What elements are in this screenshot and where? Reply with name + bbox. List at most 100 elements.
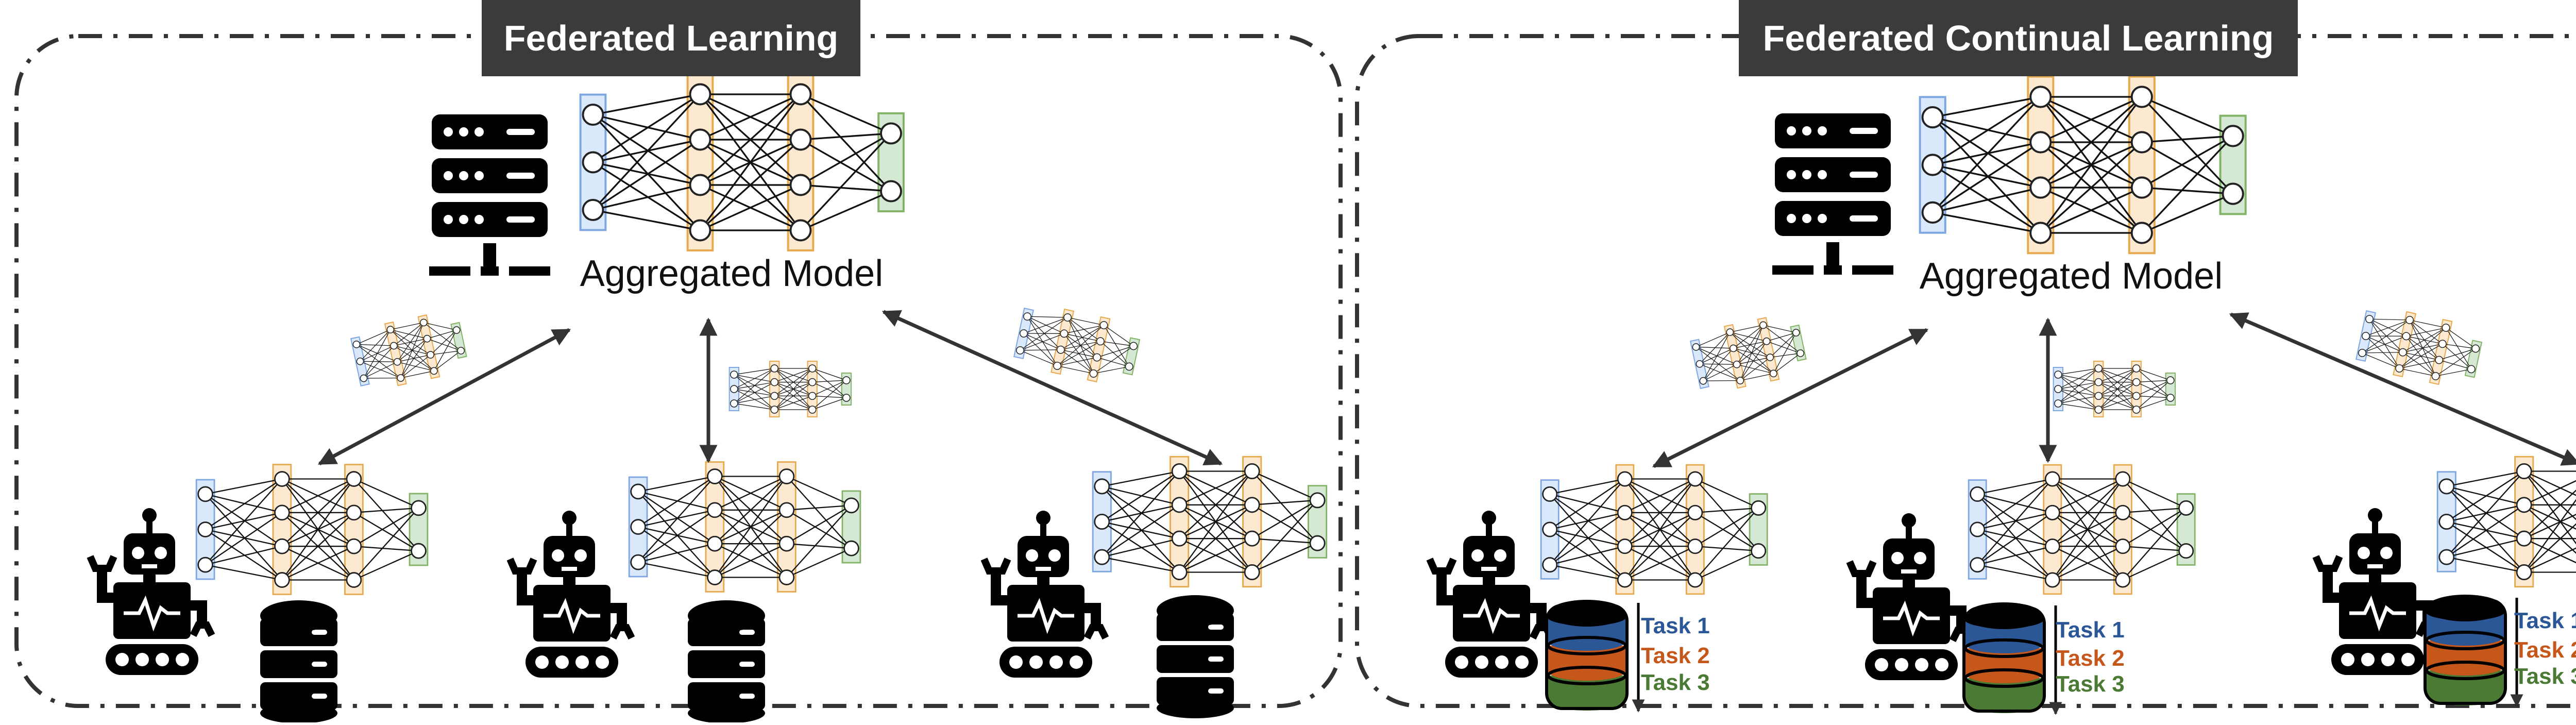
robot-arm bbox=[991, 569, 1007, 605]
connection bbox=[281, 478, 354, 513]
robot-icon bbox=[1426, 511, 1555, 678]
connection bbox=[1932, 96, 2041, 166]
connection bbox=[700, 184, 801, 231]
neuron bbox=[197, 521, 213, 537]
connection bbox=[2142, 135, 2233, 143]
neuron bbox=[2115, 504, 2131, 520]
connection bbox=[638, 476, 715, 493]
connection bbox=[1694, 550, 1759, 581]
connection bbox=[1251, 543, 1318, 573]
robot-tread bbox=[2331, 644, 2424, 675]
task-label: Task 3 bbox=[2056, 671, 2125, 697]
sync-arrow bbox=[882, 310, 1223, 466]
robot-neck bbox=[1903, 580, 1915, 587]
connection bbox=[1977, 478, 2053, 530]
database-icon bbox=[260, 600, 337, 723]
connection bbox=[592, 114, 701, 141]
sync-arrow bbox=[2229, 312, 2576, 466]
connection bbox=[2136, 368, 2171, 398]
neuron bbox=[789, 174, 812, 196]
connection bbox=[281, 512, 354, 581]
neuron bbox=[1094, 478, 1110, 495]
robot-tread bbox=[526, 647, 618, 678]
connection bbox=[812, 395, 846, 398]
connection bbox=[1101, 521, 1180, 573]
connection bbox=[734, 368, 775, 404]
connection bbox=[2058, 395, 2099, 404]
neuron bbox=[1617, 471, 1633, 487]
connection bbox=[638, 526, 715, 545]
connection bbox=[1101, 485, 1180, 539]
connection bbox=[2058, 403, 2099, 410]
connection bbox=[1694, 507, 1759, 547]
aggregated-model-label-right: Aggregated Model bbox=[1919, 256, 2223, 297]
robot-arm bbox=[611, 603, 627, 626]
connection bbox=[1624, 478, 1696, 513]
connection bbox=[786, 476, 852, 506]
connection bbox=[2141, 141, 2233, 195]
robot-heartbeat bbox=[2349, 595, 2406, 632]
robot-claw bbox=[190, 621, 215, 637]
database-task-layer-bottom bbox=[2427, 627, 2504, 646]
robot-eye bbox=[2380, 547, 2393, 559]
robot-wheel bbox=[1935, 658, 1948, 671]
connection bbox=[774, 382, 813, 410]
connection bbox=[2446, 556, 2524, 573]
database-slot bbox=[739, 694, 755, 699]
connection bbox=[2058, 389, 2099, 410]
neuron bbox=[2166, 376, 2175, 384]
neural-network-icon bbox=[350, 314, 467, 386]
robot-eye bbox=[1471, 549, 1484, 562]
connection bbox=[786, 504, 852, 545]
neuron bbox=[1970, 486, 1986, 502]
robot-antenna-tip bbox=[1036, 511, 1050, 525]
robot-head bbox=[2349, 533, 2401, 575]
connection bbox=[2141, 135, 2233, 189]
connection bbox=[1101, 521, 1180, 539]
robot-claw bbox=[980, 558, 1011, 575]
task-label: Task 3 bbox=[2514, 664, 2576, 689]
connection bbox=[1179, 504, 1252, 573]
server-led bbox=[1818, 214, 1827, 223]
robot-tread bbox=[106, 644, 198, 675]
connection bbox=[699, 93, 802, 186]
neuron bbox=[197, 486, 213, 502]
sync-arrow bbox=[317, 328, 571, 466]
connection bbox=[786, 548, 852, 578]
neuron bbox=[1542, 557, 1558, 573]
connection bbox=[714, 476, 787, 578]
connection bbox=[786, 543, 852, 549]
connection bbox=[281, 546, 354, 581]
robot-mouth bbox=[2367, 564, 2383, 568]
connection bbox=[714, 543, 787, 578]
task-label: Task 3 bbox=[1641, 670, 1710, 695]
panel-frame-left bbox=[14, 34, 1343, 708]
robot-antenna bbox=[1486, 523, 1492, 536]
connection bbox=[1624, 546, 1696, 581]
database-slot bbox=[312, 694, 327, 699]
neuron bbox=[346, 471, 362, 487]
robot-wheel bbox=[1915, 658, 1928, 671]
neuron bbox=[582, 198, 604, 221]
connection bbox=[592, 184, 701, 211]
robot-body bbox=[1873, 587, 1950, 644]
connection bbox=[2141, 96, 2233, 137]
robot-eye bbox=[155, 547, 167, 559]
connection bbox=[2122, 507, 2187, 547]
server-base bbox=[1824, 265, 1842, 275]
server-led bbox=[474, 127, 484, 137]
task-label: Task 1 bbox=[2514, 608, 2576, 633]
connection bbox=[592, 114, 701, 231]
database-top bbox=[688, 600, 765, 631]
database-slot bbox=[1208, 656, 1224, 662]
connection bbox=[353, 478, 419, 509]
neural-network-icon bbox=[195, 464, 429, 595]
neuron bbox=[2130, 86, 2153, 108]
robot-neck bbox=[563, 577, 575, 585]
database-task-layer-bottom bbox=[1965, 695, 2043, 713]
connection bbox=[2446, 470, 2524, 487]
server-led bbox=[1818, 170, 1827, 179]
neuron bbox=[274, 572, 290, 588]
robot-antenna-tip bbox=[1482, 511, 1496, 525]
robot-icon bbox=[980, 511, 1109, 678]
